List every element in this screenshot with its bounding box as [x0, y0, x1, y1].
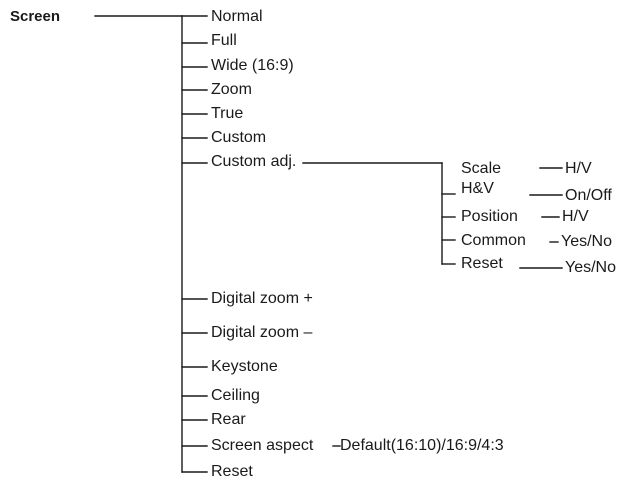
sub-value-scale: H/V — [565, 160, 592, 177]
item-digital-zoom-plus: Digital zoom + — [211, 290, 313, 307]
sub-value-hv: On/Off — [565, 187, 612, 204]
item-zoom: Zoom — [211, 81, 252, 98]
root-label: Screen — [10, 8, 61, 25]
sub-value-reset: Yes/No — [565, 259, 616, 276]
item-screen-aspect-value: Default(16:10)/16:9/4:3 — [340, 437, 504, 454]
sub-item-position: Position — [461, 208, 518, 225]
sub-item-hv: H&V — [461, 180, 494, 197]
sub-value-position: H/V — [562, 208, 589, 225]
sub-value-common: Yes/No — [561, 233, 612, 250]
item-keystone: Keystone — [211, 358, 278, 375]
item-full: Full — [211, 32, 237, 49]
sub-item-reset: Reset — [461, 255, 503, 272]
item-ceiling: Ceiling — [211, 387, 260, 404]
item-screen-aspect: Screen aspect — [211, 437, 314, 454]
sub-item-common: Common — [461, 232, 526, 249]
item-rear: Rear — [211, 411, 246, 428]
sub-item-scale: Scale — [461, 160, 502, 177]
item-digital-zoom-minus: Digital zoom – — [211, 324, 313, 341]
item-custom-adj: Custom adj. — [211, 153, 297, 170]
item-normal: Normal — [211, 8, 263, 25]
item-wide: Wide (16:9) — [211, 57, 294, 74]
item-true: True — [211, 105, 244, 122]
item-reset: Reset — [211, 463, 253, 480]
item-custom: Custom — [211, 129, 267, 146]
